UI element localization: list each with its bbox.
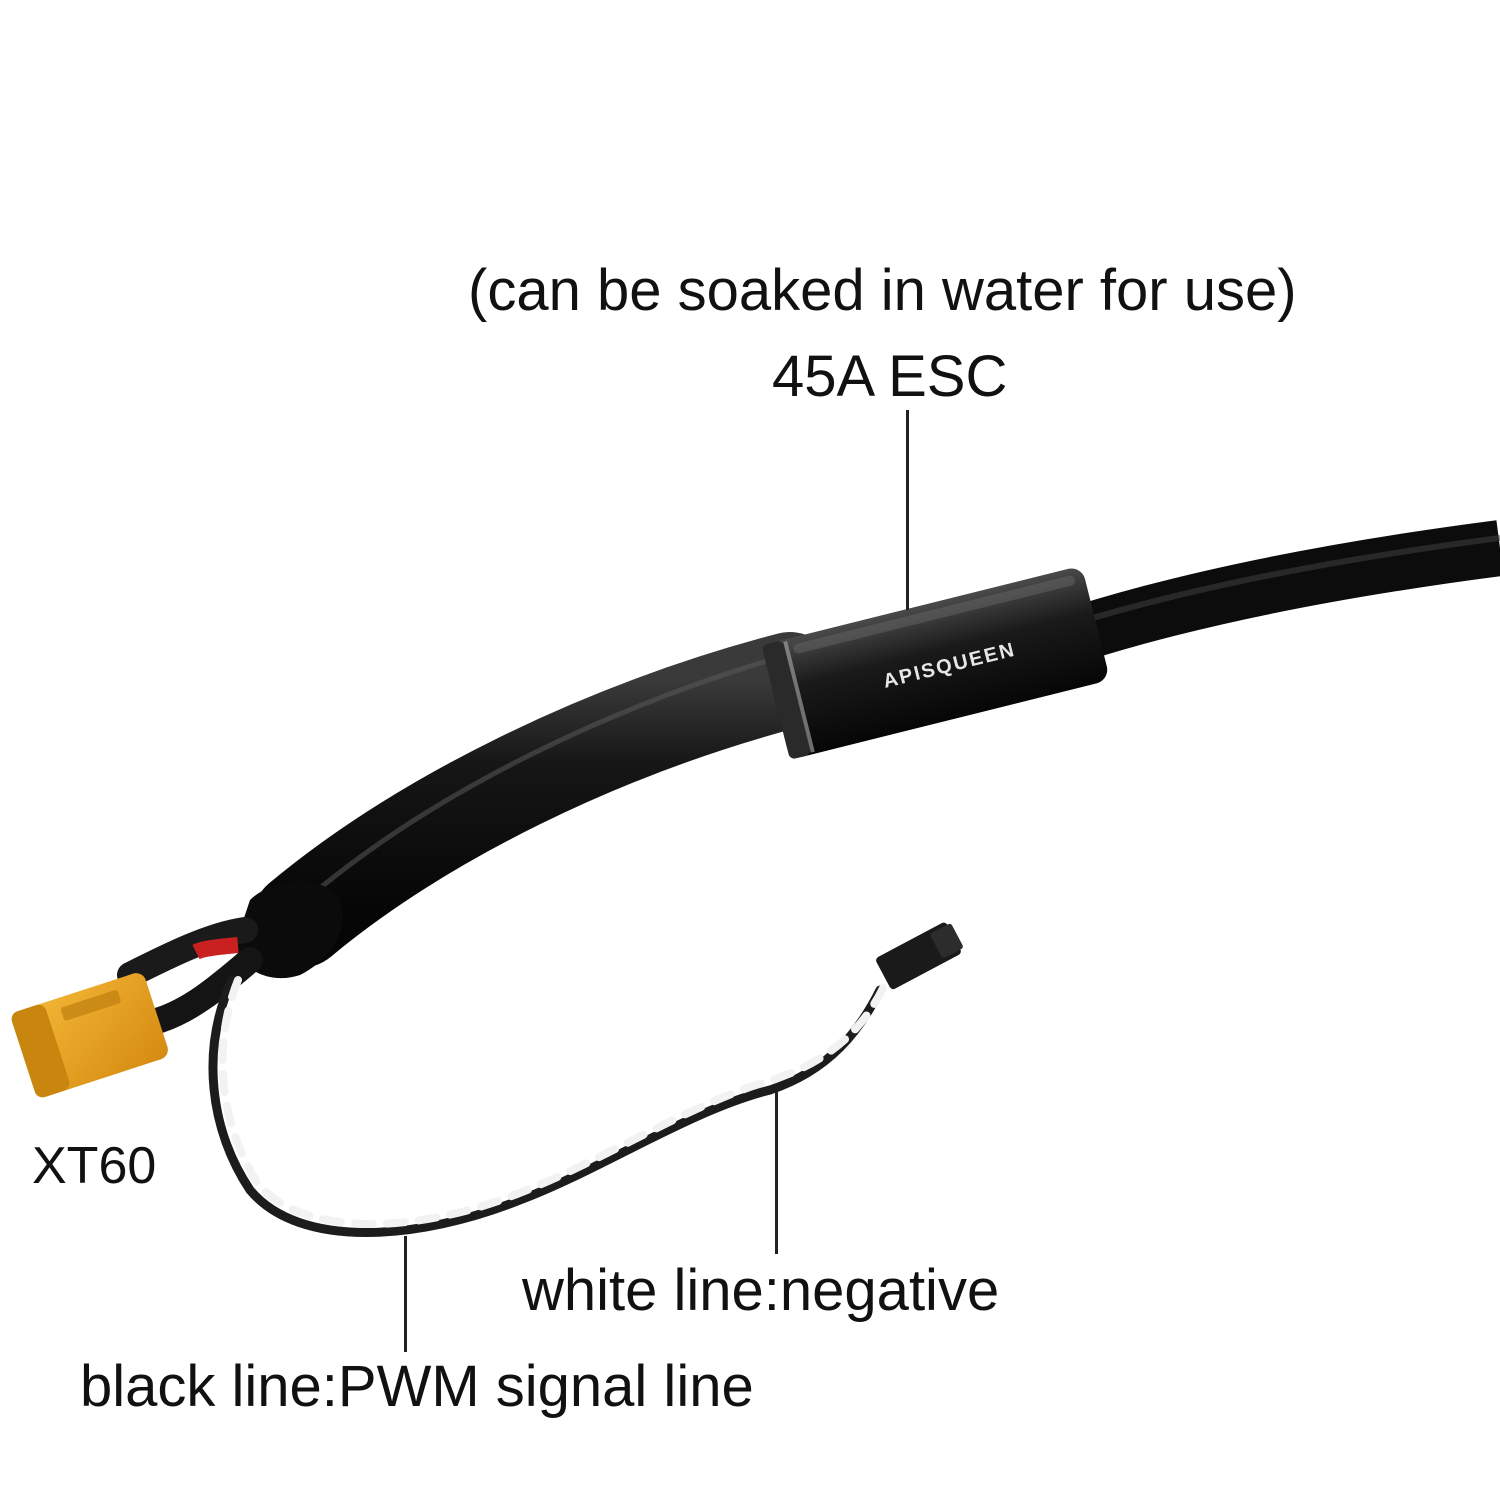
esc-label: 45A ESC [772, 344, 1008, 409]
white-line-pointer [775, 1092, 778, 1254]
esc-pointer-line [906, 410, 909, 610]
motor-cable [1051, 520, 1500, 667]
white-line-label: white line:negative [522, 1258, 1000, 1323]
xt60-connector [11, 973, 168, 1098]
esc-body [762, 568, 1108, 759]
waterproof-note: (can be soaked in water for use) [468, 258, 1297, 323]
xt60-label: XT60 [32, 1137, 157, 1195]
main-cable [252, 632, 838, 968]
servo-plug [876, 922, 963, 990]
signal-cable-black [208, 975, 885, 1237]
black-line-pointer [404, 1236, 407, 1352]
black-line-label: black line:PWM signal line [80, 1354, 754, 1419]
signal-cable-white [218, 976, 888, 1228]
heatshrink [235, 881, 343, 979]
